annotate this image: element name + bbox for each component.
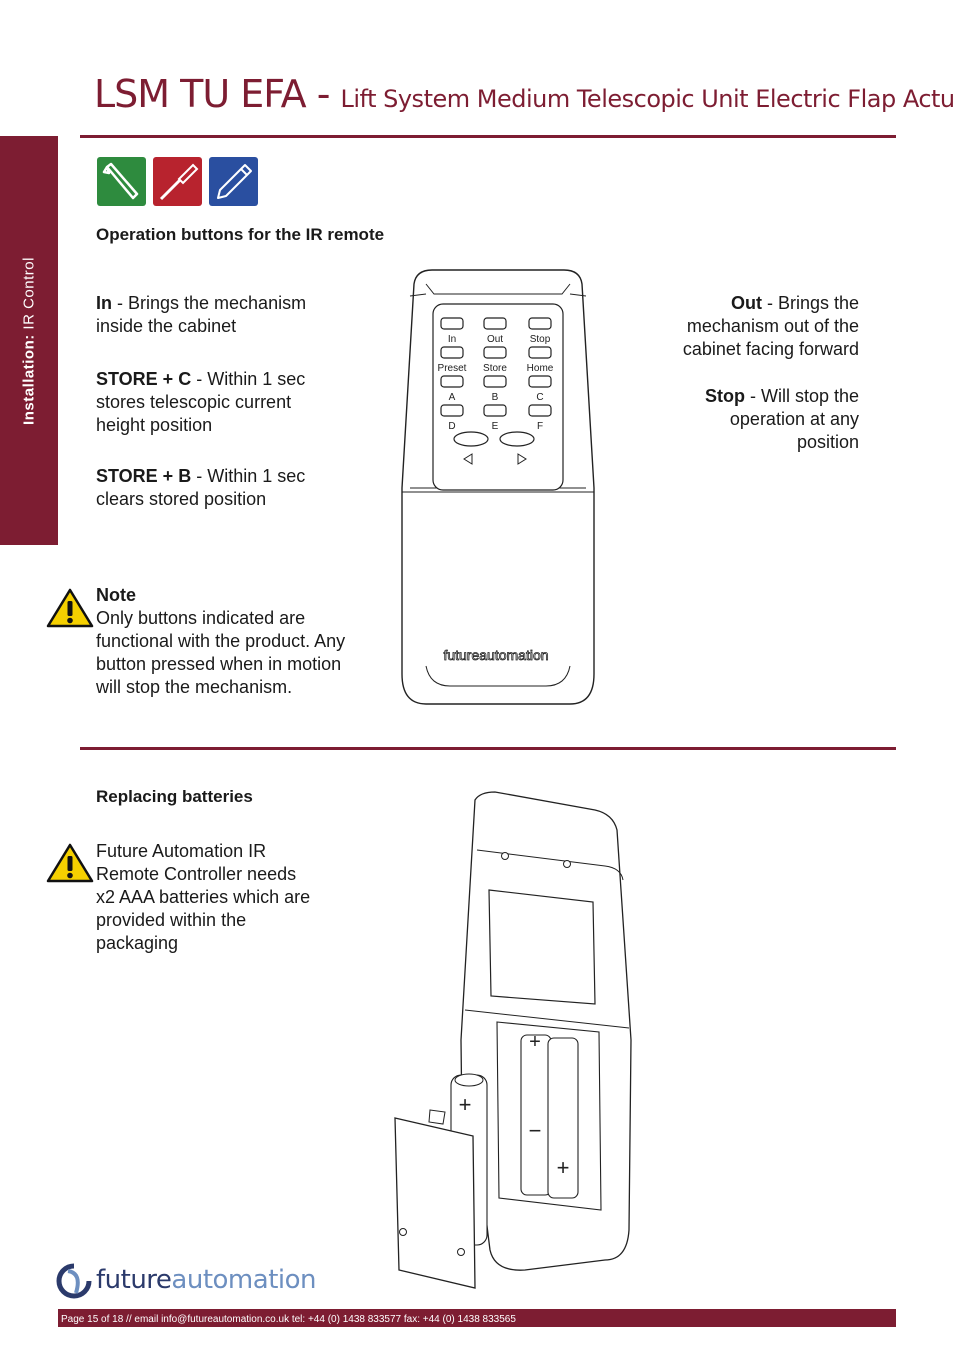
remote-btn-a: A — [449, 392, 456, 403]
remote-btn-preset: Preset — [438, 363, 467, 374]
out-label: Out — [730, 293, 762, 313]
remote-btn-b: B — [492, 392, 499, 403]
in-description: In - Brings the mechanism inside the cab… — [96, 292, 336, 338]
remote-btn-out: Out — [487, 334, 503, 345]
store-b-label: STORE + B — [96, 466, 192, 486]
svg-text:+: + — [557, 1155, 570, 1180]
remote-front-illustration: In Out Stop Preset Store Home A B C D E … — [400, 266, 596, 713]
note-block: Note Only buttons indicated are function… — [96, 584, 368, 699]
stop-label: Stop — [704, 386, 745, 406]
store-c-text: - Within 1 sec stores telescopic current… — [96, 369, 306, 435]
remote-btn-d: D — [448, 421, 455, 432]
batteries-text: Future Automation IR Remote Controller n… — [96, 841, 311, 953]
store-c-label: STORE + C — [96, 369, 192, 389]
company-logo-text: futureautomation — [96, 1265, 316, 1295]
remote-btn-home: Home — [527, 363, 554, 374]
pencil-icon — [209, 157, 258, 206]
sidebar-label-bold: Installation: — [20, 333, 38, 425]
store-c-description: STORE + C - Within 1 sec stores telescop… — [96, 368, 336, 437]
footer-bar: Page 15 of 18 // email info@futureautoma… — [58, 1309, 896, 1327]
title-main: LSM TU EFA - — [94, 72, 341, 116]
title-sub: Lift System Medium Telescopic Unit Elect… — [340, 85, 954, 113]
sidebar-label: Installation: IR Control — [21, 257, 38, 425]
out-description: Out - Brings the mechanism out of the ca… — [660, 292, 859, 361]
batteries-heading: Replacing batteries — [96, 787, 253, 806]
screwdriver-icon — [153, 157, 202, 206]
note-label: Note — [96, 585, 136, 605]
page-title: LSM TU EFA - Lift System Medium Telescop… — [94, 72, 954, 116]
operation-heading: Operation buttons for the IR remote — [96, 225, 385, 244]
warning-icon — [46, 588, 94, 633]
stop-text: - Will stop the operation at any positio… — [729, 386, 859, 452]
section-divider — [80, 747, 896, 750]
store-b-text: - Within 1 sec clears stored position — [96, 466, 306, 509]
svg-text:−: − — [529, 1118, 542, 1143]
allen-key-icon — [97, 157, 146, 206]
company-logo-icon — [56, 1263, 92, 1304]
stop-description: Stop - Will stop the operation at any po… — [700, 385, 859, 454]
logo-bold: future — [96, 1265, 172, 1295]
remote-btn-e: E — [492, 421, 499, 432]
remote-btn-f: F — [537, 421, 543, 432]
footer-contact: Page 15 of 18 // email info@futureautoma… — [61, 1314, 516, 1325]
out-text: - Brings the mechanism out of the cabine… — [682, 293, 859, 359]
section-sidebar: Installation: IR Control — [0, 136, 58, 545]
svg-text:+: + — [529, 1031, 541, 1053]
in-text: - Brings the mechanism inside the cabine… — [96, 293, 307, 336]
remote-brand: futureautomation — [443, 647, 548, 663]
remote-btn-in: In — [448, 334, 456, 345]
logo-light: automation — [171, 1265, 316, 1295]
svg-text:+: + — [459, 1092, 472, 1117]
remote-btn-stop: Stop — [530, 334, 551, 345]
remote-back-illustration: + − + + — [385, 790, 635, 1295]
in-label: In — [96, 293, 112, 313]
battery-warning-icon — [46, 843, 94, 888]
remote-btn-store: Store — [483, 363, 507, 374]
sidebar-label-rest: IR Control — [20, 256, 38, 334]
store-b-description: STORE + B - Within 1 sec clears stored p… — [96, 465, 336, 511]
remote-btn-c: C — [536, 392, 543, 403]
header-divider — [80, 135, 896, 138]
note-text: Only buttons indicated are functional wi… — [96, 608, 346, 697]
